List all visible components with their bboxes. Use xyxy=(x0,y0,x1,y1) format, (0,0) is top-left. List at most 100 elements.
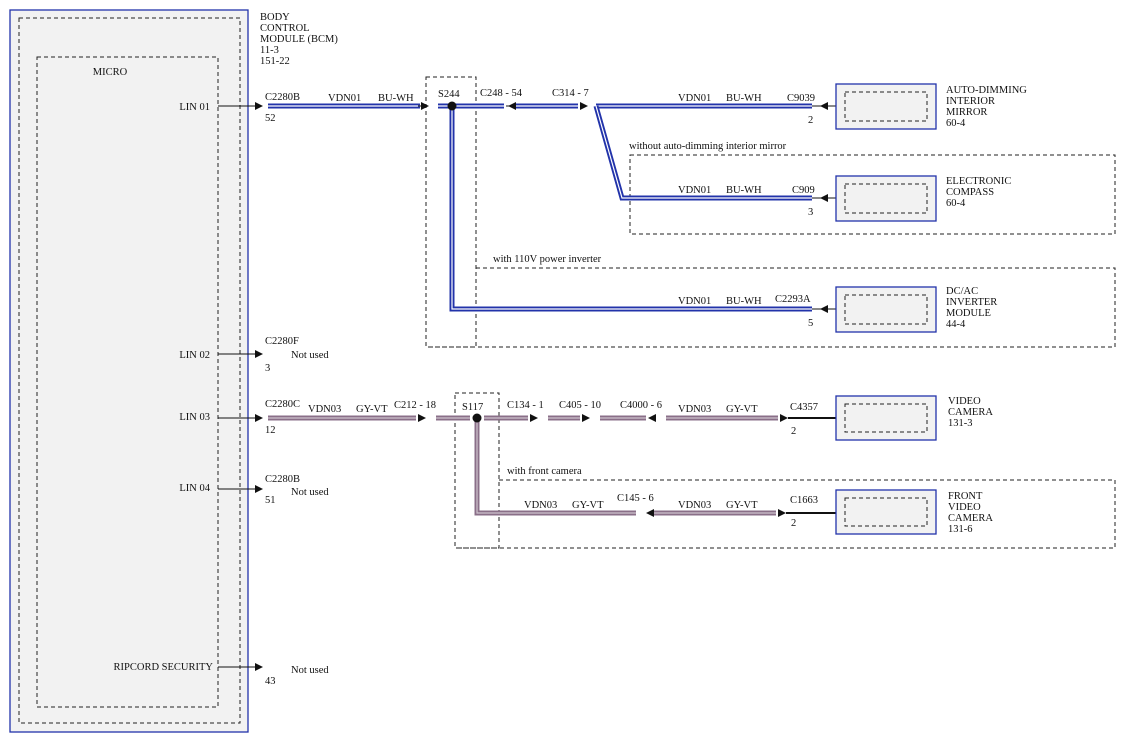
front-camera-name-3: CAMERA xyxy=(948,513,993,524)
c134-label: C134 - 1 xyxy=(507,400,544,411)
pin-lin04-label: LIN 04 xyxy=(179,483,210,494)
pin-lin04: LIN 04 C2280B 51 Not used xyxy=(179,474,329,506)
pin-lin03-label: LIN 03 xyxy=(179,412,210,423)
pin-ripcord-pin: 43 xyxy=(265,676,276,687)
inverter-name-3: MODULE xyxy=(946,308,991,319)
bcm-title-2: CONTROL xyxy=(260,23,310,34)
inverter-pin: 5 xyxy=(808,318,813,329)
pin-lin02: LIN 02 C2280F 3 Not used xyxy=(179,336,329,374)
camera-arrow xyxy=(780,414,788,422)
inverter-name-1: DC/AC xyxy=(946,286,978,297)
c3-wire-label-camera: VDN03 xyxy=(678,404,711,415)
option-front-camera-label: with front camera xyxy=(507,466,582,477)
bcm-title-5: 151-22 xyxy=(260,56,290,67)
pin-lin04-note: Not used xyxy=(291,487,329,498)
c3-color-label-front-2: GY-VT xyxy=(726,500,758,511)
c145-arrow xyxy=(646,509,654,517)
c3-color-label-camera: GY-VT xyxy=(726,404,758,415)
pin-ripcord-note: Not used xyxy=(291,665,329,676)
compass-name-1: ELECTRONIC xyxy=(946,176,1011,187)
inverter-name-4: 44-4 xyxy=(946,319,966,330)
front-camera-name-4: 131-6 xyxy=(948,524,973,535)
compass-option-box xyxy=(629,154,1116,235)
camera-name-1: VIDEO xyxy=(948,396,981,407)
mirror-name-1: AUTO-DIMMING xyxy=(946,85,1027,96)
s117-label: S117 xyxy=(462,402,483,413)
c314-arrow xyxy=(580,102,588,110)
c134-arrow xyxy=(530,414,538,422)
camera-name-2: CAMERA xyxy=(948,407,993,418)
front-camera-option-box xyxy=(455,479,1116,549)
c3-wire-label-front-2: VDN03 xyxy=(678,500,711,511)
circuit1-wires xyxy=(268,101,836,313)
s117-splice-dot xyxy=(472,413,482,423)
c1-color-label-1: BU-WH xyxy=(378,93,414,104)
pin-lin02-note: Not used xyxy=(291,350,329,361)
front-camera-component: FRONT VIDEO CAMERA 131-6 xyxy=(835,489,993,535)
bcm-inner-dashed xyxy=(18,17,241,724)
front-camera-arrow xyxy=(778,509,786,517)
s117-option-box xyxy=(454,392,500,549)
pin-lin04-connector: C2280B xyxy=(265,474,300,485)
mirror-pin: 2 xyxy=(808,115,813,126)
bcm-module: MICRO BODY CONTROL MODULE (BCM) 11-3 151… xyxy=(9,9,338,733)
bcm-border xyxy=(9,9,249,733)
inverter-connector: C2293A xyxy=(775,294,811,305)
pin-ripcord: RIPCORD SECURITY 43 Not used xyxy=(114,662,330,687)
pin-lin03-pin: 12 xyxy=(265,425,276,436)
inverter-component: DC/AC INVERTER MODULE 44-4 xyxy=(835,286,997,333)
bcm-title-4: 11-3 xyxy=(260,45,279,56)
pin-lin01: LIN 01 C2280B 52 xyxy=(179,92,300,124)
mirror-connector: C9039 xyxy=(787,93,815,104)
camera-connector: C4357 xyxy=(790,402,818,413)
s244-splice-dot xyxy=(447,101,457,111)
c248-arrow xyxy=(508,102,516,110)
micro-label: MICRO xyxy=(93,67,128,78)
bcm-title-1: BODY xyxy=(260,12,290,23)
pin-lin02-pin: 3 xyxy=(265,363,270,374)
c212-arrow xyxy=(418,414,426,422)
c1-color-label-compass: BU-WH xyxy=(726,185,762,196)
pin-lin02-label: LIN 02 xyxy=(179,350,210,361)
mirror-component: AUTO-DIMMING INTERIOR MIRROR 60-4 xyxy=(835,83,1027,130)
pin-lin01-label: LIN 01 xyxy=(179,102,210,113)
pin-ripcord-label: RIPCORD SECURITY xyxy=(114,662,214,673)
c248-label: C248 - 54 xyxy=(480,88,523,99)
front-camera-name-2: VIDEO xyxy=(948,502,981,513)
pin-lin04-pin: 51 xyxy=(265,495,276,506)
c3-wire-label-front-1: VDN03 xyxy=(524,500,557,511)
circuit3-wires xyxy=(268,413,836,517)
c1-color-label-inverter: BU-WH xyxy=(726,296,762,307)
pin-lin02-connector: C2280F xyxy=(265,336,299,347)
c314-label: C314 - 7 xyxy=(552,88,589,99)
c3-wire-label-1: VDN03 xyxy=(308,404,341,415)
pin-lin03: LIN 03 C2280C 12 xyxy=(179,399,300,436)
c1-wire-label-compass: VDN01 xyxy=(678,185,711,196)
camera-name-3: 131-3 xyxy=(948,418,973,429)
compass-name-2: COMPASS xyxy=(946,187,994,198)
wire-s244-inverter xyxy=(449,106,812,312)
option-inverter-label: with 110V power inverter xyxy=(493,254,602,265)
camera-pin: 2 xyxy=(791,426,796,437)
option-mirror-label: without auto-dimming interior mirror xyxy=(629,141,787,152)
pin-lin03-connector: C2280C xyxy=(265,399,300,410)
c405-arrow xyxy=(582,414,590,422)
mirror-name-2: INTERIOR xyxy=(946,96,995,107)
pin-lin01-pin: 52 xyxy=(265,113,276,124)
camera-component: VIDEO CAMERA 131-3 xyxy=(835,395,993,441)
c3-color-label-1: GY-VT xyxy=(356,404,388,415)
compass-connector: C909 xyxy=(792,185,815,196)
c1-wire-label-mirror: VDN01 xyxy=(678,93,711,104)
c1-wire-label-inverter: VDN01 xyxy=(678,296,711,307)
c1-wire-label-1: VDN01 xyxy=(328,93,361,104)
c212-label: C212 - 18 xyxy=(394,400,436,411)
mirror-name-3: MIRROR xyxy=(946,107,987,118)
c4000-arrow xyxy=(648,414,656,422)
pin-lin01-connector: C2280B xyxy=(265,92,300,103)
c1-color-label-mirror: BU-WH xyxy=(726,93,762,104)
bcm-title-3: MODULE (BCM) xyxy=(260,34,338,45)
c145-label: C145 - 6 xyxy=(617,493,654,504)
front-camera-pin: 2 xyxy=(791,518,796,529)
s244-label: S244 xyxy=(438,89,460,100)
compass-component: ELECTRONIC COMPASS 60-4 xyxy=(835,175,1011,222)
